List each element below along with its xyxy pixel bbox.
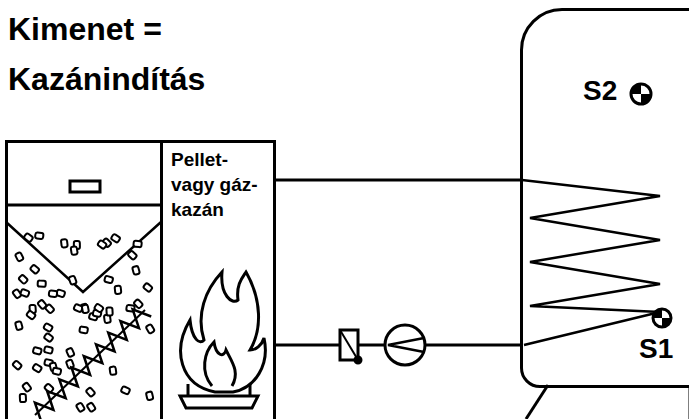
check-valve-flap bbox=[340, 330, 358, 360]
tank-details bbox=[522, 180, 689, 419]
heating-coil bbox=[522, 180, 660, 345]
check-valve bbox=[340, 330, 358, 360]
boiler-box: Pellet- vagy gáz- kazán bbox=[160, 140, 276, 419]
sensor-label: S2 bbox=[583, 75, 633, 107]
auger-spiral bbox=[35, 309, 151, 419]
sensor-label: S1 bbox=[639, 333, 689, 365]
sensor-icon-fill bbox=[653, 309, 671, 327]
pellet bbox=[44, 333, 54, 343]
pellet bbox=[43, 323, 53, 332]
pellet bbox=[61, 239, 68, 248]
pellet bbox=[79, 326, 88, 333]
burner-rim bbox=[249, 384, 252, 396]
storage-tank: S2S1 bbox=[520, 8, 689, 388]
sensor-icon-fill bbox=[631, 84, 651, 104]
pellet bbox=[87, 402, 96, 412]
burner-rim bbox=[187, 384, 190, 396]
pellet bbox=[15, 252, 24, 262]
hopper-handle bbox=[70, 181, 100, 192]
pellet bbox=[38, 281, 46, 287]
pellet bbox=[94, 303, 104, 312]
pellet bbox=[133, 241, 142, 248]
flame bbox=[181, 272, 266, 392]
pellet bbox=[52, 368, 61, 376]
pellet bbox=[44, 346, 53, 354]
pellet bbox=[71, 246, 78, 255]
sensor-s2-icon bbox=[631, 84, 651, 104]
pellet bbox=[132, 266, 140, 275]
pellet bbox=[143, 283, 153, 293]
pellet bbox=[49, 290, 58, 297]
pellet bbox=[20, 289, 30, 297]
pellet bbox=[30, 264, 40, 274]
boiler-label: Pellet- vagy gáz- kazán bbox=[171, 147, 259, 222]
pump-triangle bbox=[388, 338, 424, 352]
pellet bbox=[66, 348, 75, 358]
pump bbox=[385, 325, 425, 365]
pellet bbox=[97, 240, 107, 250]
pellet bbox=[32, 363, 42, 372]
hopper-lid-line bbox=[6, 204, 161, 207]
check-valve-dot bbox=[355, 357, 361, 363]
sensor-icon bbox=[631, 84, 651, 104]
hopper-housing bbox=[7, 142, 162, 419]
pellet bbox=[146, 391, 154, 400]
auger-shaft bbox=[35, 310, 145, 415]
pipe bbox=[276, 179, 520, 182]
pellet bbox=[106, 307, 112, 315]
pellet bbox=[37, 299, 47, 309]
pellet bbox=[35, 232, 44, 239]
pellet bbox=[82, 304, 89, 313]
title: Kimenet = Kazánindítás bbox=[8, 4, 248, 104]
pellet bbox=[23, 233, 33, 243]
tank-leg bbox=[526, 385, 548, 419]
auger-screw bbox=[35, 309, 151, 419]
flame-inner bbox=[205, 342, 236, 386]
pellet bbox=[15, 321, 23, 330]
burner-dish bbox=[180, 396, 258, 408]
pellet bbox=[127, 250, 137, 260]
pellet bbox=[33, 347, 42, 355]
pellet bbox=[26, 310, 36, 320]
hopper bbox=[6, 142, 162, 419]
pellet bbox=[104, 276, 113, 284]
pellet bbox=[76, 402, 85, 412]
pump-and-valve bbox=[340, 325, 425, 365]
pellet bbox=[121, 386, 131, 395]
pellet bbox=[18, 274, 28, 284]
sensor-icon bbox=[653, 309, 671, 327]
hopper-funnel bbox=[6, 222, 161, 292]
flame-burner bbox=[180, 272, 265, 408]
pellet bbox=[86, 387, 96, 397]
pellet bbox=[146, 324, 155, 334]
pellet bbox=[20, 394, 26, 402]
pellet bbox=[12, 360, 22, 370]
pellet bbox=[111, 234, 121, 243]
pellet bbox=[69, 275, 77, 285]
pellet bbox=[22, 382, 32, 392]
pellet bbox=[109, 366, 116, 375]
pellet bbox=[115, 286, 122, 295]
sensor-s1-icon bbox=[653, 309, 671, 327]
